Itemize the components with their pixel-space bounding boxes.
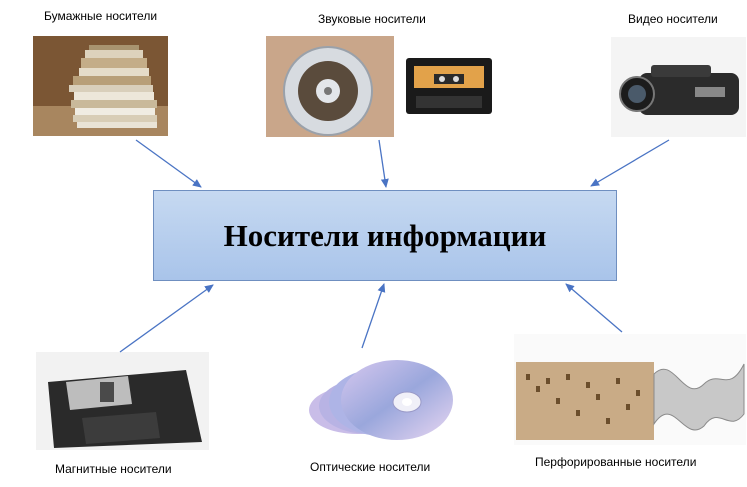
arrow-punched (565, 283, 623, 333)
arrow-video (590, 139, 670, 187)
arrow-audio (378, 139, 389, 188)
floppy-disk-image (36, 352, 209, 450)
arrow-magnetic (119, 284, 214, 353)
camcorder-image (611, 37, 746, 137)
punched-card-image (514, 334, 746, 445)
punched-label: Перфорированные носители (535, 455, 697, 469)
optical-label: Оптические носители (310, 460, 431, 474)
magnetic-label: Магнитные носители (55, 462, 172, 476)
center-box: Носители информации (153, 190, 617, 281)
arrow-optical (361, 283, 386, 349)
arrow-paper (135, 139, 202, 188)
video-label: Видео носители (628, 12, 718, 26)
center-title: Носители информации (223, 217, 547, 253)
paper-stack-image (33, 36, 168, 136)
reel-and-cassette-image (266, 36, 503, 137)
audio-label: Звуковые носители (318, 12, 426, 26)
paper-label: Бумажные носители (44, 9, 158, 23)
optical-discs-image (299, 350, 464, 453)
